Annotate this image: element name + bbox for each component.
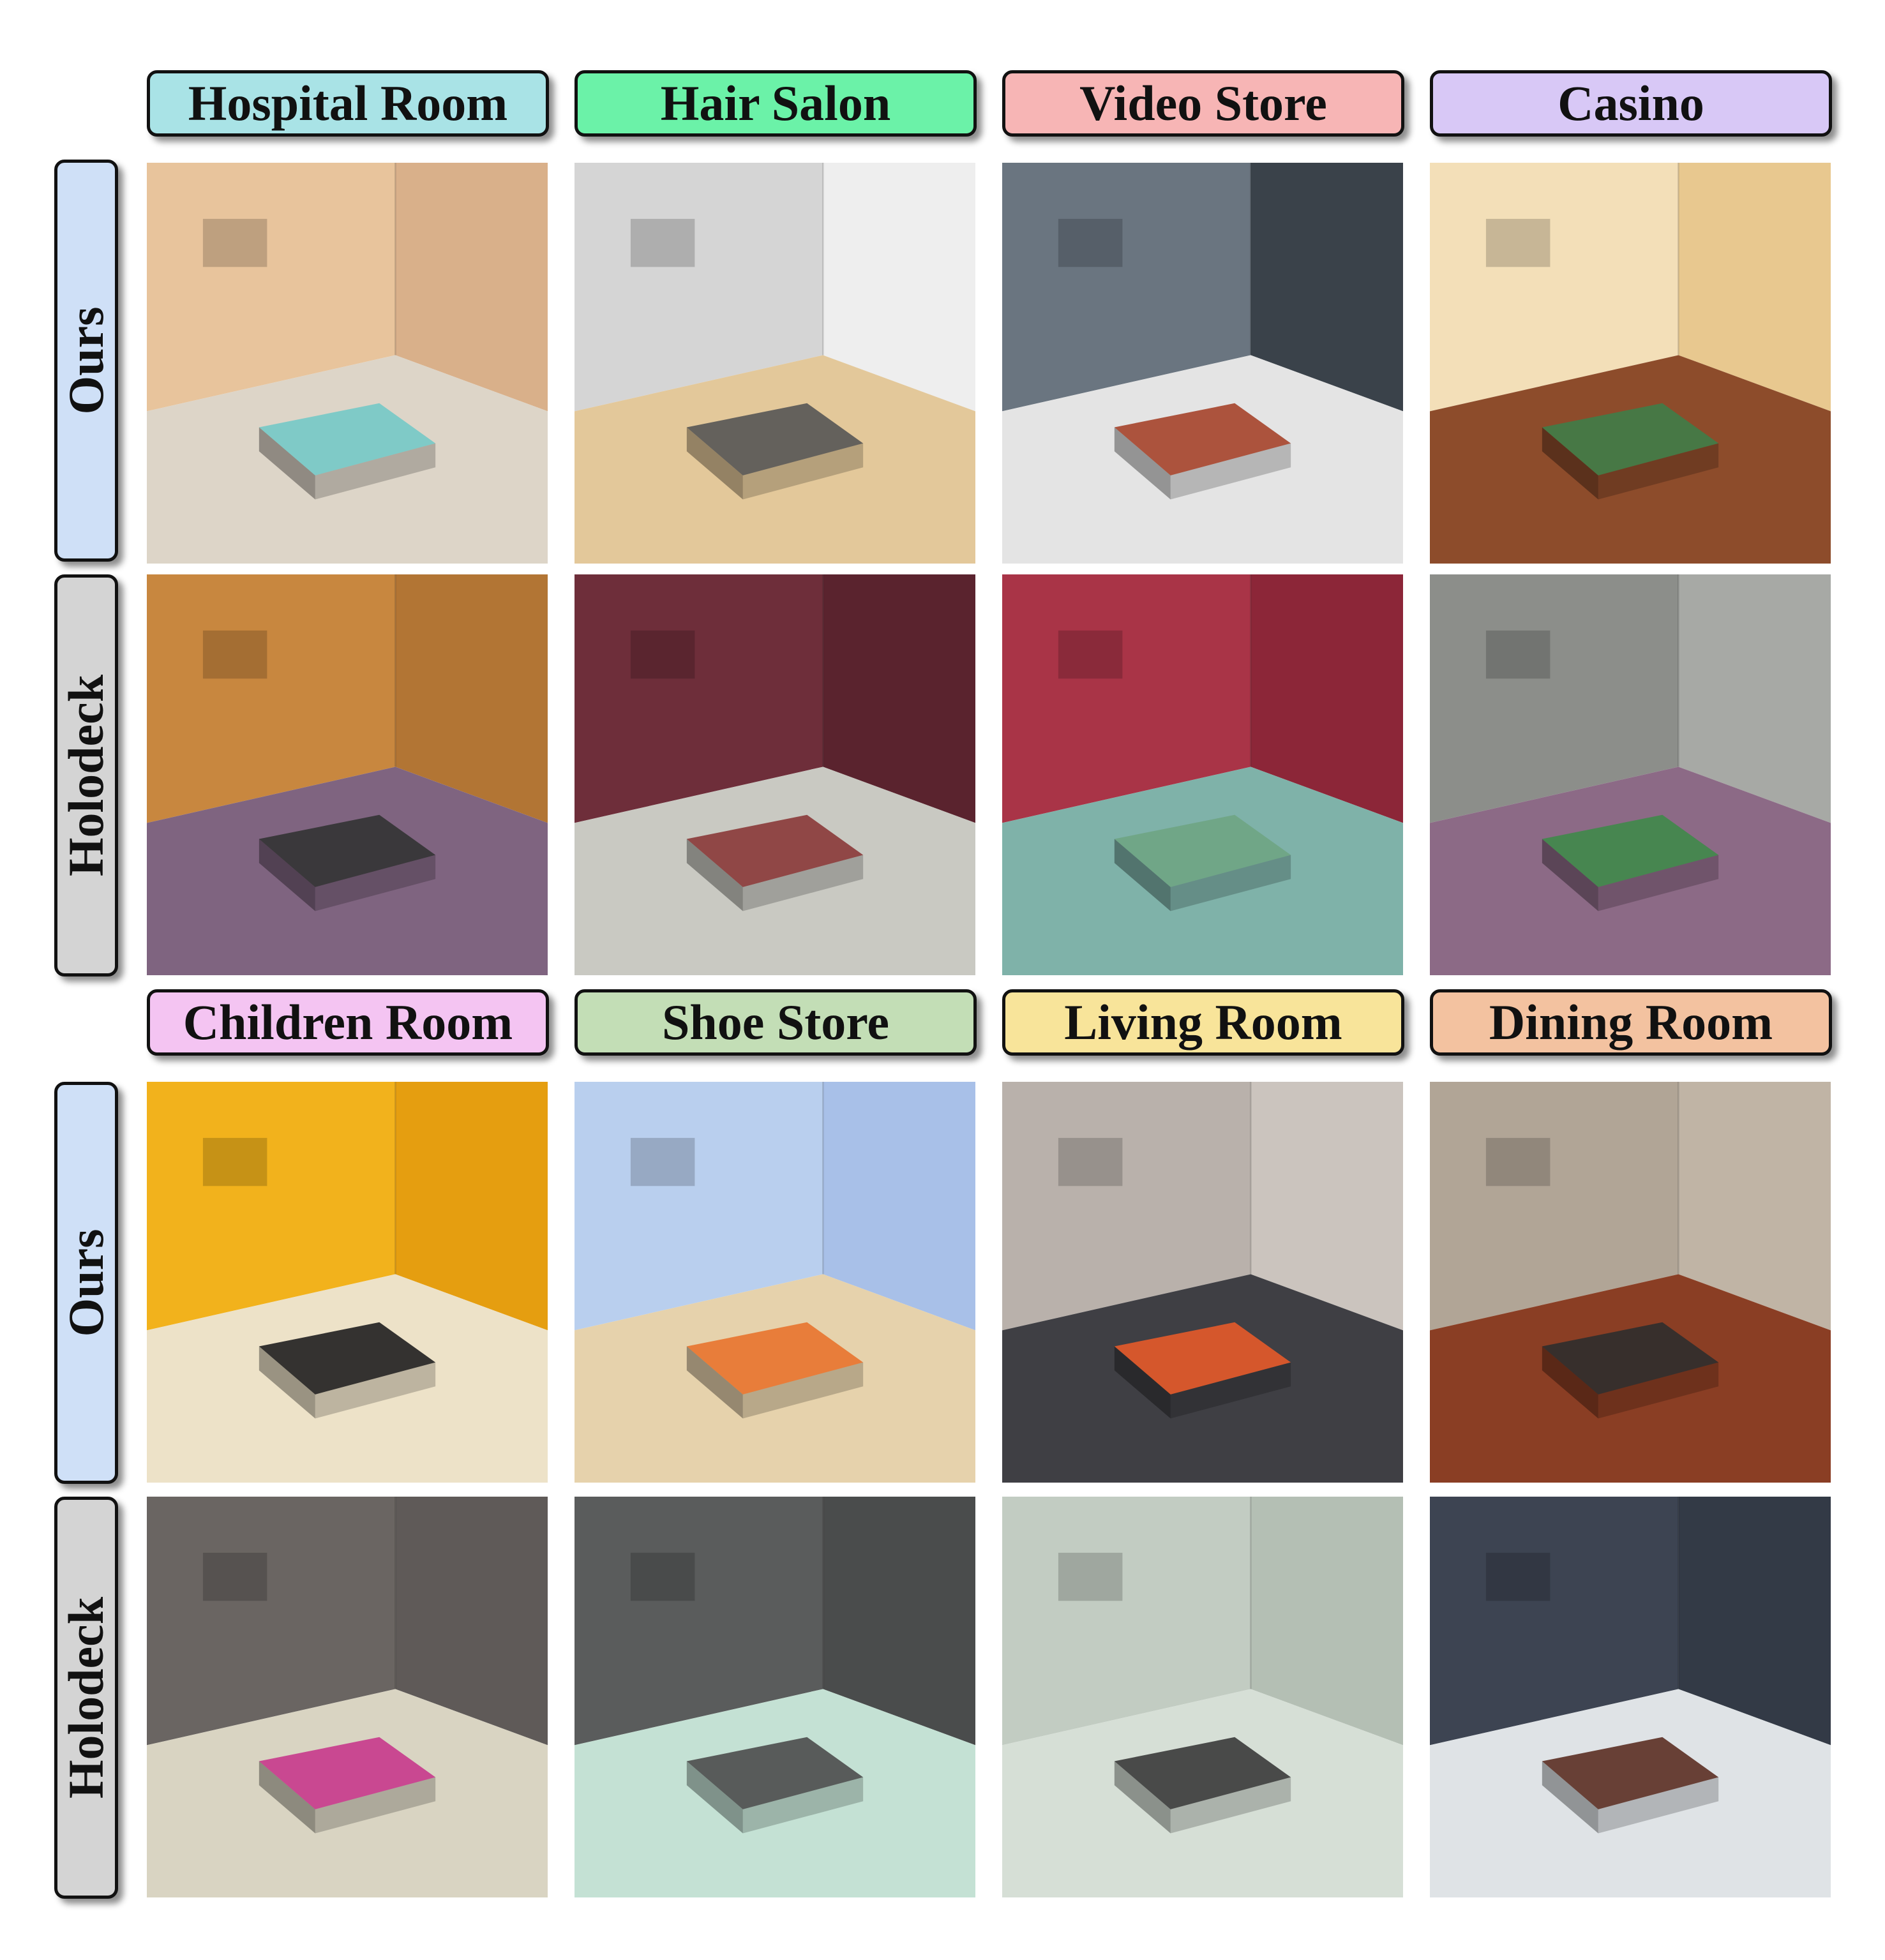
column-label-hair-salon: Hair Salon [575,70,977,137]
scene-image-salon-ours [575,163,975,564]
scene-image-dining-ours [1430,1082,1831,1483]
column-label-casino: Casino [1430,70,1832,137]
column-label-video-store: Video Store [1002,70,1404,137]
column-label-children-room: Children Room [147,989,549,1056]
column-label-dining-room: Dining Room [1430,989,1832,1056]
scene-image-shoe-ours [575,1082,975,1483]
scene-image-living-ours [1002,1082,1403,1483]
row-label-holodeck-top: Holodeck [54,574,118,976]
column-label-shoe-store: Shoe Store [575,989,977,1056]
scene-image-casino-holodeck [1430,574,1831,975]
row-label-text: Holodeck [58,1596,114,1799]
row-label-holodeck-bottom: Holodeck [54,1497,118,1899]
row-label-text: Holodeck [58,674,114,877]
row-label-ours-top: Ours [54,160,118,562]
scene-image-children-holodeck [147,1497,548,1897]
scene-image-shoe-holodeck [575,1497,975,1897]
row-label-ours-bottom: Ours [54,1082,118,1484]
scene-image-casino-ours [1430,163,1831,564]
scene-image-hospital-ours [147,163,548,564]
row-label-text: Ours [58,306,114,415]
scene-image-video-ours [1002,163,1403,564]
scene-image-children-ours [147,1082,548,1483]
column-label-hospital-room: Hospital Room [147,70,549,137]
scene-image-hospital-holodeck [147,574,548,975]
scene-image-video-holodeck [1002,574,1403,975]
scene-image-dining-holodeck [1430,1497,1831,1897]
scene-image-salon-holodeck [575,574,975,975]
row-label-text: Ours [58,1229,114,1337]
column-label-living-room: Living Room [1002,989,1404,1056]
scene-image-living-holodeck [1002,1497,1403,1897]
